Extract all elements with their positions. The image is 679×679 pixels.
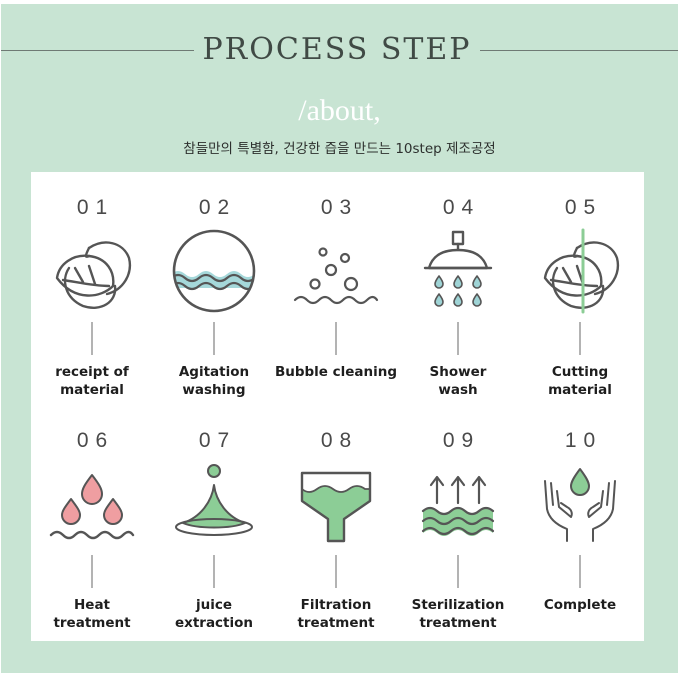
cut-leaf-icon	[537, 228, 623, 314]
step-02: 02 Agitation	[153, 172, 275, 398]
title-divider-right	[480, 50, 678, 51]
heat-drops-icon	[49, 461, 135, 547]
step-label: Bubble cleaning	[274, 364, 398, 380]
step-label: Filtration treatment	[297, 597, 375, 631]
step-connector	[91, 555, 93, 588]
step-number: 04	[442, 196, 481, 219]
process-panel: PROCESS STEP /about, 참들만의 특별함, 건강한 즙을 만드…	[1, 4, 678, 673]
step-connector	[457, 322, 459, 355]
step-label: receipt of material	[55, 364, 129, 398]
step-03: 03 Bubble cleaning	[275, 172, 397, 392]
step-label: Complete	[543, 597, 617, 613]
step-connector	[91, 322, 93, 355]
step-label: Agitation washing	[178, 364, 250, 398]
step-05: 05 Cutting materia	[519, 172, 641, 398]
step-08: 08 Filtration treatment	[275, 405, 397, 631]
step-01: 01 receipt of material	[31, 172, 153, 398]
step-number: 08	[320, 429, 359, 452]
step-connector	[579, 555, 581, 588]
step-09: 09 Sterilization treatment	[397, 405, 519, 631]
step-number: 06	[76, 429, 115, 452]
step-connector	[335, 555, 337, 588]
title-row: PROCESS STEP	[1, 30, 678, 70]
step-number: 09	[442, 429, 481, 452]
title-divider-left	[1, 50, 194, 51]
step-connector	[213, 555, 215, 588]
sterilization-waves-icon	[415, 461, 501, 547]
step-connector	[579, 322, 581, 355]
step-label: Sterilization treatment	[411, 597, 505, 631]
step-label: Shower wash	[429, 364, 487, 398]
step-label: Heat treatment	[53, 597, 131, 631]
leaf-bundle-icon	[49, 228, 135, 314]
step-label: Cutting material	[548, 364, 612, 398]
hands-drop-icon	[537, 461, 623, 547]
subtitle: /about,	[298, 94, 381, 127]
page-title: PROCESS STEP	[202, 32, 472, 67]
step-number: 10	[564, 429, 603, 452]
step-number: 02	[198, 196, 237, 219]
step-06: 06 Heat treatment	[31, 405, 153, 631]
shower-head-icon	[415, 228, 501, 314]
step-connector	[457, 555, 459, 588]
step-number: 05	[564, 196, 603, 219]
step-04: 04	[397, 172, 519, 398]
step-number: 07	[198, 429, 237, 452]
step-label: juice extraction	[174, 597, 254, 631]
steps-card: 01 receipt of material	[31, 172, 644, 641]
filter-funnel-icon	[293, 461, 379, 547]
step-number: 01	[76, 196, 115, 219]
juice-splash-icon	[171, 461, 257, 547]
water-globe-icon	[171, 228, 257, 314]
bubbles-icon	[293, 228, 379, 314]
step-connector	[335, 322, 337, 355]
step-number: 03	[320, 196, 359, 219]
description: 참들만의 특별함, 건강한 즙을 만드는 10step 제조공정	[183, 141, 496, 157]
step-07: 07 juice extraction	[153, 405, 275, 631]
step-10: 10 Complete	[519, 405, 641, 625]
step-connector	[213, 322, 215, 355]
